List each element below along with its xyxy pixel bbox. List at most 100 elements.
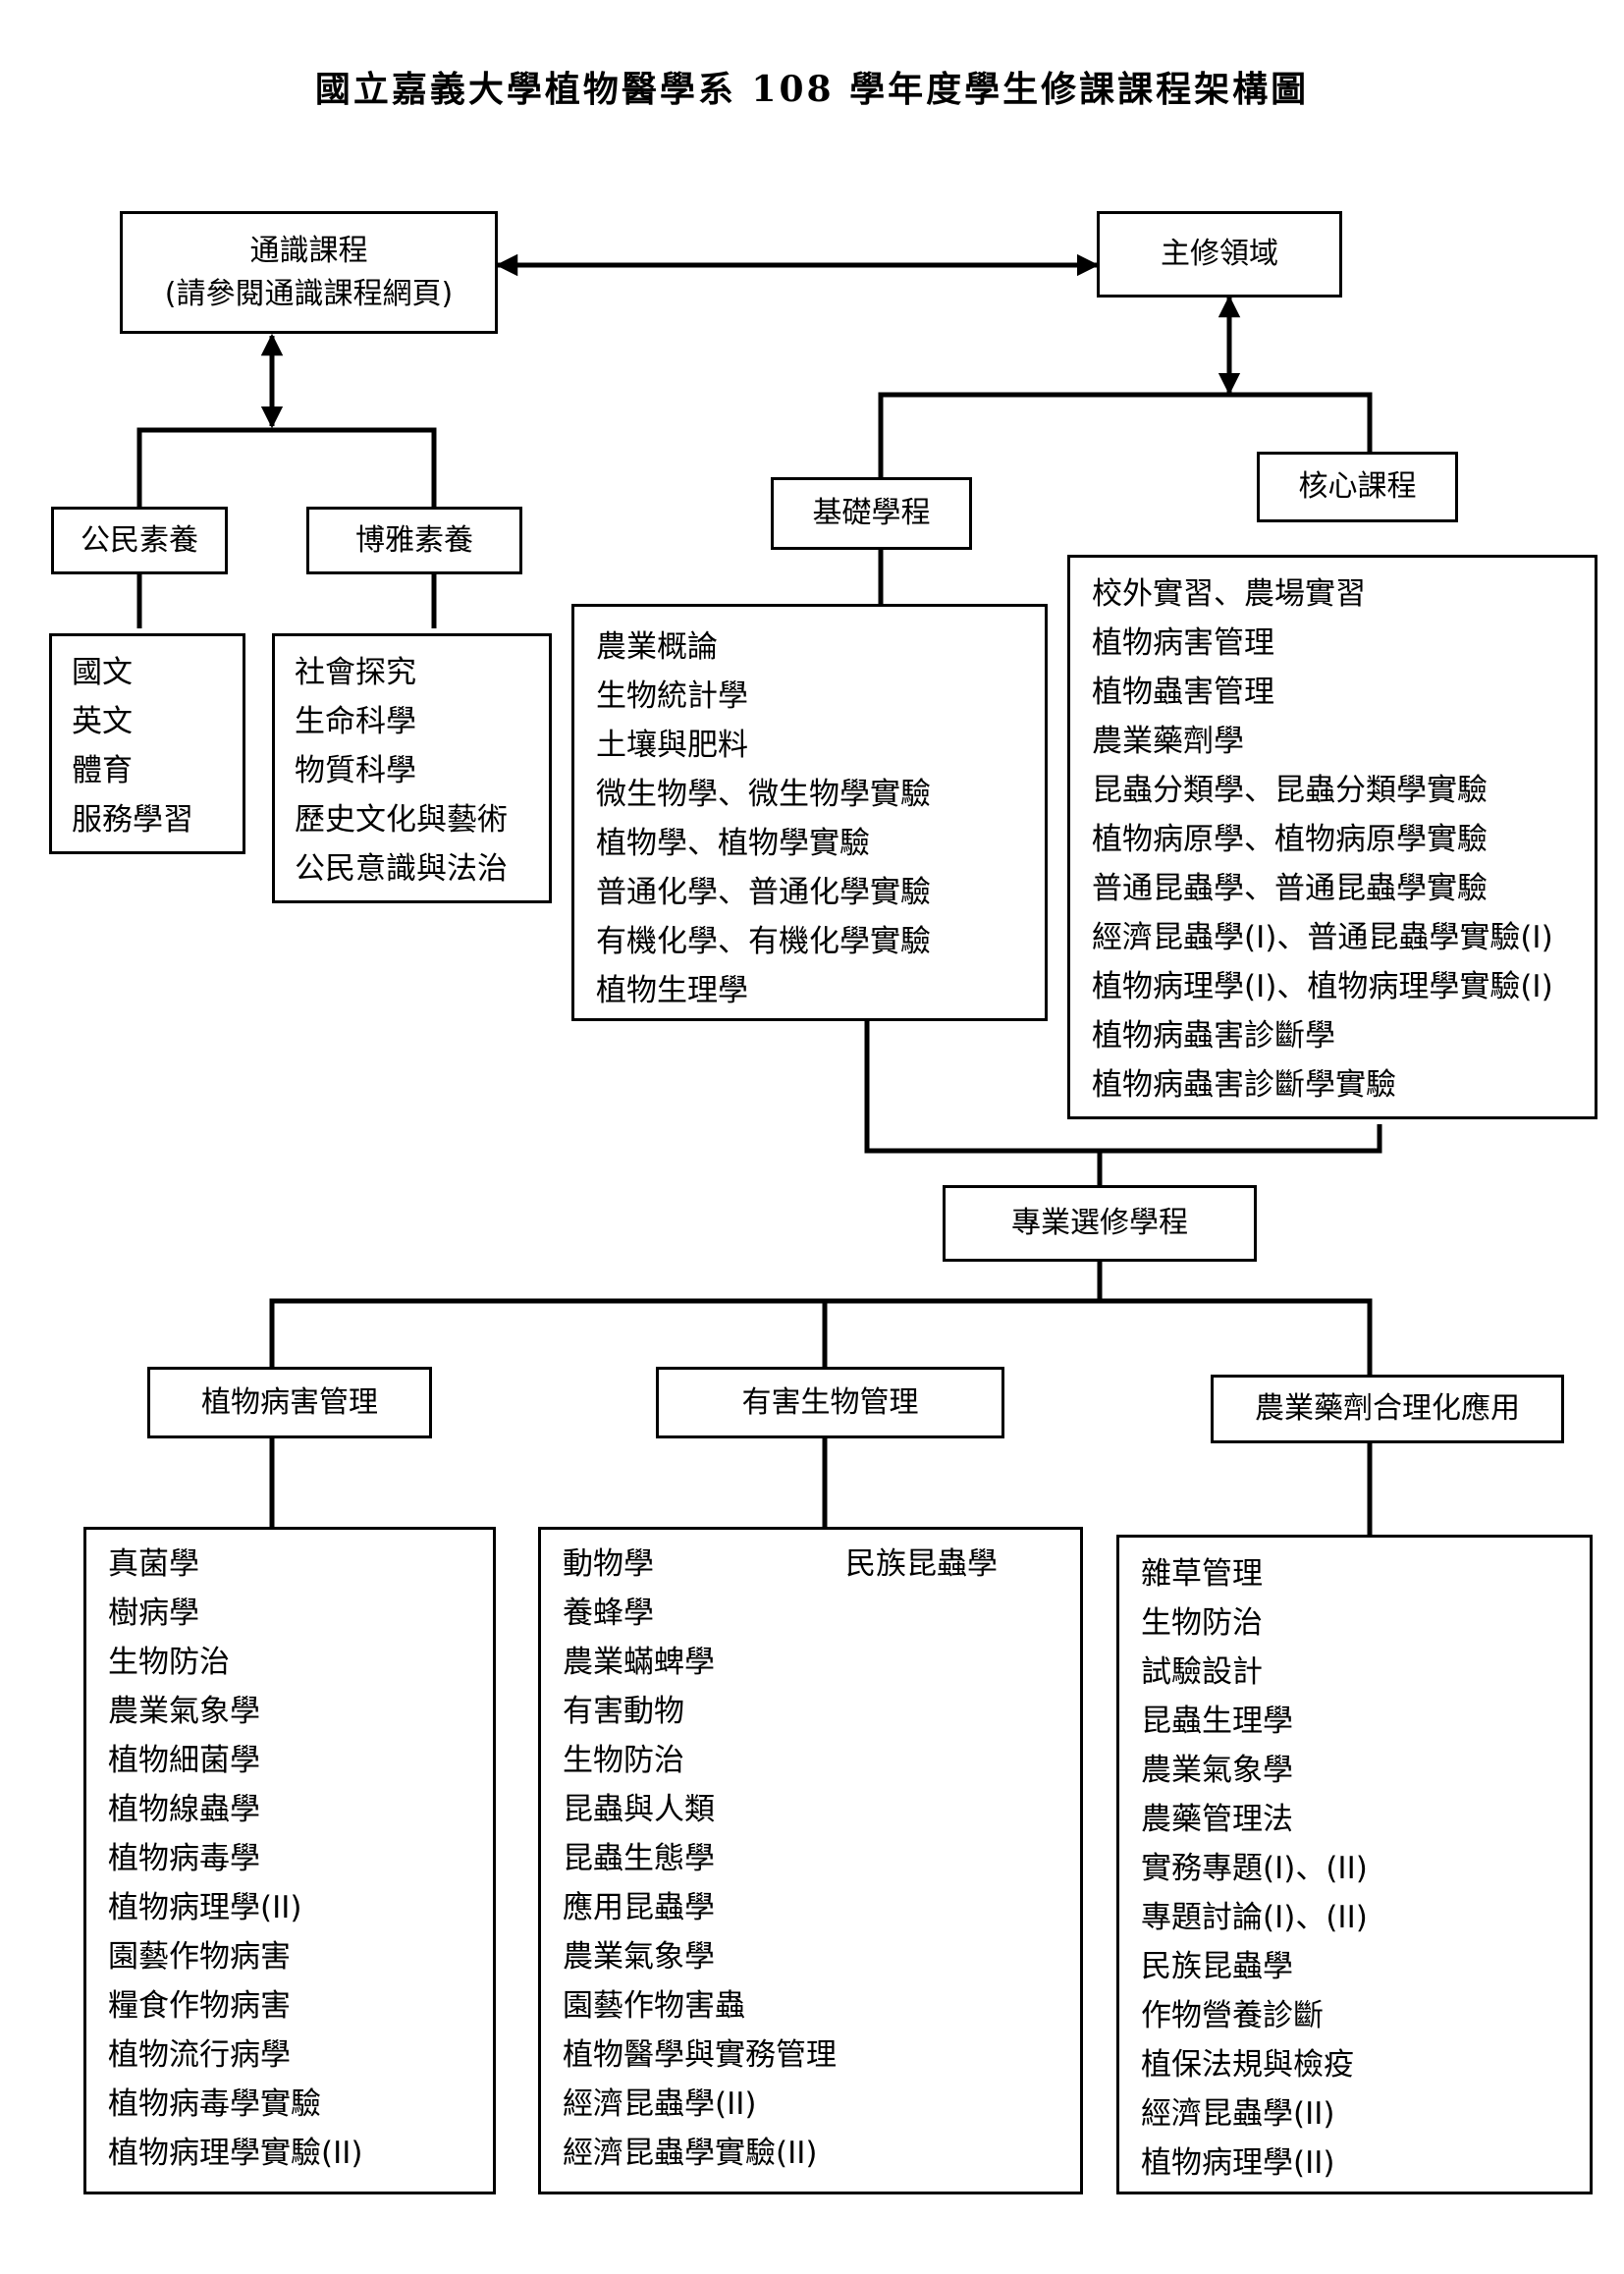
general-education-subtitle: (請參閱通識課程網頁): [164, 276, 454, 311]
list-item: 園藝作物病害: [108, 1939, 291, 1975]
list-item: 昆蟲與人類: [563, 1792, 715, 1827]
list-item: 雜草管理: [1141, 1556, 1263, 1592]
list-item: 作物營養診斷: [1141, 1998, 1324, 2033]
foundation-box: 基礎學程: [771, 477, 972, 550]
pesticide-application-title: 農業藥劑合理化應用: [1255, 1391, 1520, 1426]
foundation-title: 基礎學程: [812, 496, 931, 530]
list-item: 植物醫學與實務管理: [563, 2037, 837, 2073]
general-education-title: 通識課程: [249, 233, 368, 268]
list-item: 昆蟲生態學: [563, 1841, 715, 1876]
list-item: 農業氣象學: [108, 1694, 260, 1729]
liberal-arts-list: 社會探究 生命科學 物質科學 歷史文化與藝術 公民意識與法治: [272, 633, 552, 903]
list-item: 公民意識與法治: [295, 851, 508, 887]
list-item: 英文: [72, 704, 133, 739]
elective-join: [864, 1021, 1382, 1154]
list-item: 有機化學、有機化學實驗: [596, 924, 931, 959]
list-item: 生物防治: [563, 1743, 684, 1778]
major-bracket: [878, 392, 1373, 477]
list-item: 植物病理學(II): [1141, 2145, 1335, 2181]
elective-bracket: [269, 1298, 1373, 1375]
list-item: 有害動物: [563, 1694, 684, 1729]
list-item: 植物病毒學實驗: [108, 2086, 321, 2122]
list-item: 生物防治: [1141, 1605, 1263, 1641]
list-item: 農業氣象學: [563, 1939, 715, 1975]
professional-elective-title: 專業選修學程: [1011, 1206, 1188, 1240]
liberal-arts-title: 博雅素養: [355, 522, 473, 558]
professional-elective-box: 專業選修學程: [943, 1185, 1257, 1262]
list-item: 植物病毒學: [108, 1841, 260, 1876]
pesticide-application-list: 雜草管理 生物防治 試驗設計 昆蟲生理學 農業氣象學 農藥管理法 實務專題(I)…: [1116, 1535, 1593, 2194]
disease-management-title: 植物病害管理: [201, 1384, 378, 1420]
list-item: 農藥管理法: [1141, 1802, 1293, 1837]
list-item: 昆蟲分類學、昆蟲分類學實驗: [1092, 773, 1488, 808]
list-item: 經濟昆蟲學實驗(II): [563, 2136, 818, 2171]
list-item: 普通化學、普通化學實驗: [596, 875, 931, 910]
list-item: 植物生理學: [596, 973, 748, 1008]
list-item: 植物蟲害管理: [1092, 675, 1274, 710]
list-item-ethno-entomology: 民族昆蟲學: [845, 1546, 998, 1582]
list-item: 歷史文化與藝術: [295, 802, 508, 838]
civic-literacy-title: 公民素養: [81, 522, 198, 558]
list-item: 普通昆蟲學、普通昆蟲學實驗: [1092, 871, 1488, 906]
list-item: 植物學、植物學實驗: [596, 826, 870, 861]
disease-management-list: 真菌學 樹病學 生物防治 農業氣象學 植物細菌學 植物線蟲學 植物病毒學 植物病…: [83, 1527, 496, 2194]
pesticide-application-box: 農業藥劑合理化應用: [1211, 1375, 1564, 1443]
list-item: 真菌學: [108, 1546, 199, 1582]
list-item: 植物病害管理: [1092, 625, 1274, 661]
list-item: 應用昆蟲學: [563, 1890, 715, 1925]
list-item: 植保法規與檢疫: [1141, 2047, 1354, 2083]
list-item: 服務學習: [72, 802, 193, 838]
list-item: 農業藥劑學: [1092, 724, 1244, 759]
civic-literacy-list: 國文 英文 體育 服務學習: [49, 633, 245, 854]
list-item: 經濟昆蟲學(I)、普通昆蟲學實驗(I): [1092, 920, 1553, 955]
list-item: 植物病原學、植物病原學實驗: [1092, 822, 1488, 857]
list-item: 植物病理學(I)、植物病理學實驗(I): [1092, 969, 1553, 1004]
pest-management-box: 有害生物管理: [656, 1367, 1004, 1438]
core-courses-list: 校外實習、農場實習 植物病害管理 植物蟲害管理 農業藥劑學 昆蟲分類學、昆蟲分類…: [1067, 555, 1597, 1119]
list-item: 養蜂學: [563, 1596, 654, 1631]
list-item: 生物統計學: [596, 678, 748, 714]
list-item: 微生物學、微生物學實驗: [596, 777, 931, 812]
list-item: 植物細菌學: [108, 1743, 260, 1778]
list-item: 農業氣象學: [1141, 1753, 1293, 1788]
major-field-box: 主修領域: [1097, 211, 1342, 298]
page-title: 國立嘉義大學植物醫學系 108 學年度學生修課課程架構圖: [314, 69, 1310, 110]
civic-literacy-box: 公民素養: [51, 507, 228, 574]
general-bracket: [136, 427, 437, 507]
list-item: 糧食作物病害: [108, 1988, 291, 2024]
list-item: 植物線蟲學: [108, 1792, 260, 1827]
list-item: 試驗設計: [1141, 1654, 1263, 1690]
pest-management-title: 有害生物管理: [741, 1384, 919, 1420]
list-item: 植物病蟲害診斷學實驗: [1092, 1067, 1396, 1103]
list-item: 生命科學: [295, 704, 416, 739]
list-item: 物質科學: [295, 753, 416, 788]
list-item: 經濟昆蟲學(II): [1141, 2096, 1335, 2132]
list-item: 農業蟎蜱學: [563, 1645, 715, 1680]
foundation-list: 農業概論 生物統計學 土壤與肥料 微生物學、微生物學實驗 植物學、植物學實驗 普…: [571, 604, 1048, 1021]
list-item: 社會探究: [295, 655, 416, 690]
list-item: 園藝作物害蟲: [563, 1988, 745, 2024]
disease-management-box: 植物病害管理: [147, 1367, 432, 1438]
list-item: 專題討論(I)、(II): [1141, 1900, 1368, 1935]
liberal-arts-box: 博雅素養: [306, 507, 522, 574]
list-item: 植物流行病學: [108, 2037, 291, 2073]
list-item: 土壤與肥料: [596, 728, 748, 763]
core-courses-title: 核心課程: [1298, 469, 1417, 504]
list-item: 實務專題(I)、(II): [1141, 1851, 1368, 1886]
list-item: 植物病蟲害診斷學: [1092, 1018, 1335, 1054]
pest-management-list: 動物學 養蜂學 農業蟎蜱學 有害動物 生物防治 昆蟲與人類 昆蟲生態學 應用昆蟲…: [538, 1527, 1083, 2194]
list-item: 生物防治: [108, 1645, 230, 1680]
list-item: 植物病理學(II): [108, 1890, 302, 1925]
core-courses-box: 核心課程: [1257, 452, 1458, 522]
list-item: 校外實習、農場實習: [1092, 576, 1366, 612]
list-item: 經濟昆蟲學(II): [563, 2086, 757, 2122]
list-item: 樹病學: [108, 1596, 199, 1631]
major-field-title: 主修領域: [1161, 237, 1278, 271]
list-item: 昆蟲生理學: [1141, 1704, 1293, 1739]
list-item: 國文: [72, 655, 133, 690]
list-item: 體育: [72, 753, 133, 788]
list-item: 植物病理學實驗(II): [108, 2136, 363, 2171]
list-item: 民族昆蟲學: [1141, 1949, 1293, 1984]
list-item: 動物學: [563, 1546, 654, 1582]
